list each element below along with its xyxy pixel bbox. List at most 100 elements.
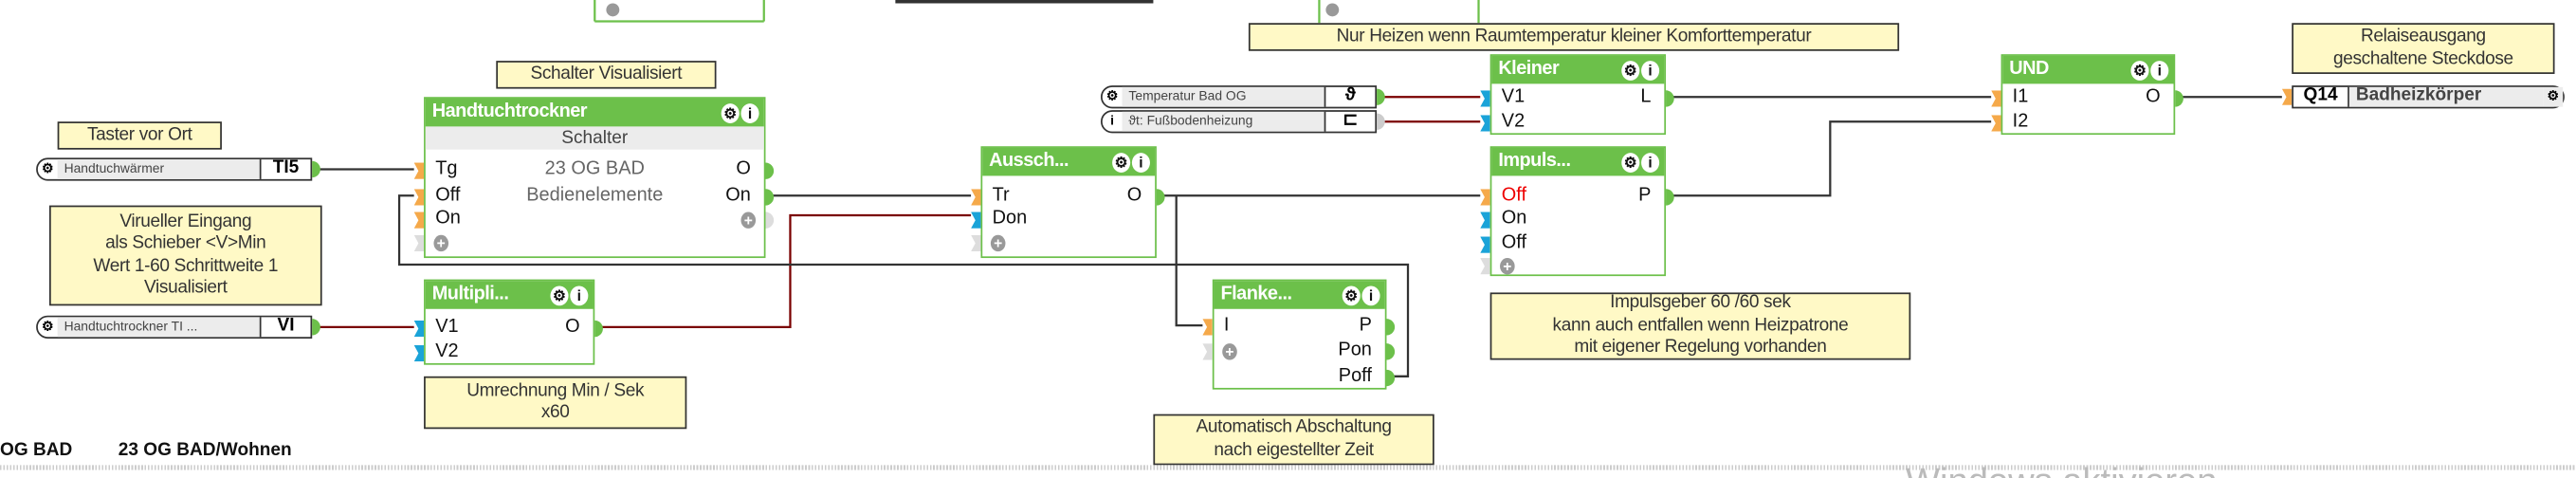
output-port-p[interactable] <box>1666 189 1674 206</box>
add-input-icon[interactable]: + <box>1222 343 1237 360</box>
input-handtuchwaermer[interactable]: ⚙ Handtuchwärmer TI5 <box>36 157 313 181</box>
block-header[interactable]: UND⚙i <box>2002 55 2174 84</box>
block-header[interactable]: Flanke...⚙i <box>1214 281 1385 309</box>
info-icon[interactable]: i <box>2150 61 2169 81</box>
output-port-poff[interactable] <box>1386 369 1396 387</box>
input-port-v1[interactable] <box>1480 90 1490 107</box>
gear-icon[interactable]: ⚙ <box>1112 153 1131 173</box>
note-schalter-visualisiert[interactable]: Schalter Visualisiert <box>496 61 717 89</box>
gear-icon[interactable]: ⚙ <box>1105 88 1119 104</box>
block-header[interactable]: Kleiner⚙i <box>1491 55 1665 84</box>
gear-icon[interactable]: ⚙ <box>2543 86 2564 107</box>
output-port-o[interactable] <box>594 320 603 338</box>
output-port[interactable] <box>1377 88 1385 105</box>
horizontal-scrollbar[interactable] <box>0 465 2576 470</box>
output-port-o[interactable] <box>765 162 775 179</box>
add-input-icon[interactable]: + <box>990 234 1006 252</box>
output-port-o[interactable] <box>2175 90 2183 107</box>
footer-room[interactable]: OG BAD <box>0 440 73 461</box>
input-fussbodenheizung[interactable]: i ϑt: Fußbodenheizung ⊏ <box>1100 110 1378 134</box>
input-temperatur-bad[interactable]: ⚙ Temperatur Bad OG ϑ <box>1100 85 1378 109</box>
output-label: Poff <box>1338 366 1372 387</box>
info-icon[interactable]: i <box>1641 61 1660 81</box>
input-port-placeholder[interactable] <box>1202 343 1213 360</box>
input-port-i2[interactable] <box>1991 115 2001 132</box>
output-badheizkoerper[interactable]: Q14 Badheizkörper ⚙ <box>2292 85 2565 109</box>
info-icon[interactable]: i <box>1110 113 1115 129</box>
wire <box>1175 195 1203 327</box>
info-icon[interactable]: i <box>740 103 759 123</box>
input-port-placeholder[interactable] <box>413 234 425 252</box>
output-port-p[interactable] <box>1386 319 1396 336</box>
add-input-icon[interactable]: + <box>433 234 449 252</box>
input-port-don[interactable] <box>971 211 981 229</box>
input-port-placeholder[interactable] <box>1480 258 1490 275</box>
add-output-icon[interactable]: + <box>740 211 757 229</box>
input-label: V2 <box>435 341 459 362</box>
block-subtitle: Schalter <box>425 126 764 150</box>
output-port-pon[interactable] <box>1386 343 1396 360</box>
input-port-placeholder[interactable] <box>971 234 981 252</box>
output-port[interactable] <box>312 319 320 336</box>
info-icon[interactable]: i <box>570 285 589 306</box>
input-port[interactable] <box>2281 88 2293 105</box>
output-port-o[interactable] <box>1156 189 1165 206</box>
gear-icon[interactable]: ⚙ <box>2130 61 2149 81</box>
output-label: L <box>1640 86 1652 107</box>
input-port-on[interactable] <box>413 211 425 229</box>
input-handtuchtrockner-ti[interactable]: ⚙ Handtuchtrockner TI ... VI <box>36 315 313 339</box>
input-port-off[interactable] <box>1480 189 1490 206</box>
input-port-tr[interactable] <box>971 189 981 206</box>
gear-icon[interactable]: ⚙ <box>550 285 569 306</box>
input-label: V2 <box>1501 111 1526 132</box>
gear-icon[interactable]: ⚙ <box>42 319 54 334</box>
info-icon[interactable]: i <box>1361 285 1380 306</box>
note-nur-heizen[interactable]: Nur Heizen wenn Raumtemperatur kleiner K… <box>1248 23 1900 51</box>
info-icon[interactable]: i <box>1131 153 1150 173</box>
block-header[interactable]: Handtuchtrockner⚙i <box>425 98 764 127</box>
add-input-icon[interactable]: + <box>1500 258 1515 275</box>
output-port-l[interactable] <box>1666 90 1674 107</box>
input-port-tg[interactable] <box>413 162 425 179</box>
input-port-v2[interactable] <box>413 344 425 362</box>
gear-icon[interactable]: ⚙ <box>42 160 54 176</box>
input-port-v2[interactable] <box>1480 115 1490 132</box>
input-port-i[interactable] <box>1202 319 1213 336</box>
input-port-v1[interactable] <box>413 320 425 338</box>
info-icon[interactable]: i <box>1641 153 1660 173</box>
block-header[interactable]: Aussch... ⚙i <box>982 147 1156 176</box>
input-label: V1 <box>1501 86 1526 107</box>
block-title: Aussch... <box>989 151 1069 172</box>
output-port[interactable] <box>312 160 320 178</box>
input-label: Off <box>1501 233 1527 253</box>
gear-icon[interactable]: ⚙ <box>1342 285 1361 306</box>
input-port-i1[interactable] <box>1991 90 2001 107</box>
gear-icon[interactable]: ⚙ <box>1621 61 1640 81</box>
block-header[interactable]: Multipli...⚙i <box>425 281 594 309</box>
output-port-placeholder[interactable] <box>765 211 775 229</box>
gear-icon[interactable]: ⚙ <box>721 103 740 123</box>
block-icons: ⚙i <box>2130 61 2169 81</box>
input-port-off[interactable] <box>1480 236 1490 253</box>
input-port-on[interactable] <box>1480 211 1490 229</box>
gear-icon[interactable]: ⚙ <box>1621 153 1640 173</box>
output-port[interactable] <box>1377 113 1385 130</box>
output-port-on[interactable] <box>765 189 775 206</box>
block-header[interactable]: Impuls...⚙i <box>1491 147 1665 176</box>
note-taster-vor-ort[interactable]: Taster vor Ort <box>57 121 222 150</box>
footer-path[interactable]: 23 OG BAD/Wohnen <box>118 440 292 461</box>
input-port-off[interactable] <box>413 189 425 206</box>
